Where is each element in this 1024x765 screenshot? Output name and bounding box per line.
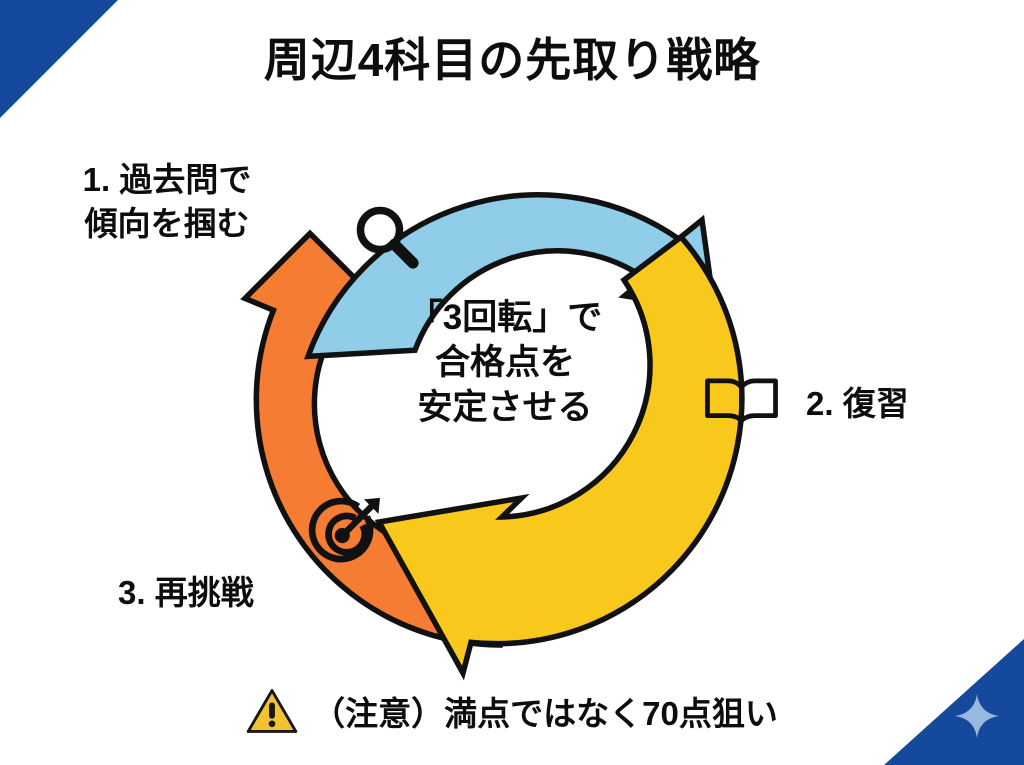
- caution-note: （注意）満点ではなく70点狙い: [0, 687, 1024, 735]
- step-label-2: 2. 復習: [806, 385, 909, 422]
- step-label-1-line-1: 1. 過去問で: [82, 161, 252, 198]
- step-label-1: 1. 過去問で 傾向を掴む: [48, 158, 286, 245]
- step-label-3: 3. 再挑戦: [118, 574, 254, 611]
- open-book-icon: [705, 378, 778, 424]
- magnifier-icon: [356, 206, 419, 269]
- cycle-diagram-svg: .arc-stroke { stroke:#111111; stroke-wid…: [240, 192, 778, 681]
- step-label-1-line-2: 傾向を掴む: [84, 204, 250, 242]
- caution-text: （注意）満点ではなく70点狙い: [312, 695, 778, 732]
- page-title: 周辺4科目の先取り戦略: [263, 34, 761, 86]
- warning-triangle-icon: [246, 689, 298, 733]
- target-dart-icon: [308, 497, 380, 563]
- cycle-diagram: .arc-stroke { stroke:#111111; stroke-wid…: [240, 120, 778, 681]
